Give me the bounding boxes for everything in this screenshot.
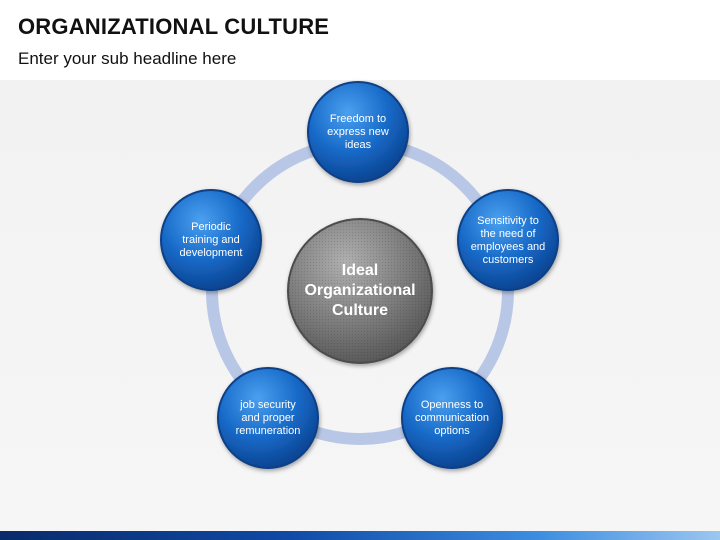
page-title: ORGANIZATIONAL CULTURE [18,14,330,39]
node-label-training: Periodic training and development [163,221,259,260]
node-label-line: express new [327,126,389,138]
page-subtitle: Enter your sub headline here [18,49,237,68]
node-freedom [307,81,409,183]
node-label-line: options [434,425,470,437]
node-label-line: employees and [470,241,546,253]
node-label-line: training and [182,234,240,246]
node-label-sensitivity: Sensitivity to the need of employees and… [460,215,556,267]
node-label-line: Openness to [420,399,484,411]
node-training [160,189,262,291]
footer-accent-bar [0,531,720,540]
node-label-line: ideas [344,139,372,151]
node-label-line: customers [482,254,534,266]
center-label-line: Culture [332,302,388,319]
node-label-line: communication [415,412,489,424]
node-job-security [217,367,319,469]
node-label-line: remuneration [235,425,301,437]
node-label-line: Freedom to [329,113,387,125]
center-label-line: Organizational [304,282,416,299]
node-label-line: job security [240,399,296,411]
node-label-line: and proper [241,412,295,424]
node-label-line: Periodic [191,221,231,233]
node-label-line: Sensitivity to [477,215,539,227]
node-label-line: development [179,247,243,259]
center-label: Ideal Organizational Culture [292,261,428,321]
node-openness [401,367,503,469]
center-circle [287,218,433,364]
node-label-job-security: job security and proper remuneration [220,399,316,438]
node-sensitivity [457,189,559,291]
node-label-line: the need of [480,228,536,240]
center-label-line: Ideal [341,262,379,279]
node-label-freedom: Freedom to express new ideas [310,113,406,152]
node-label-openness: Openness to communication options [404,399,500,438]
